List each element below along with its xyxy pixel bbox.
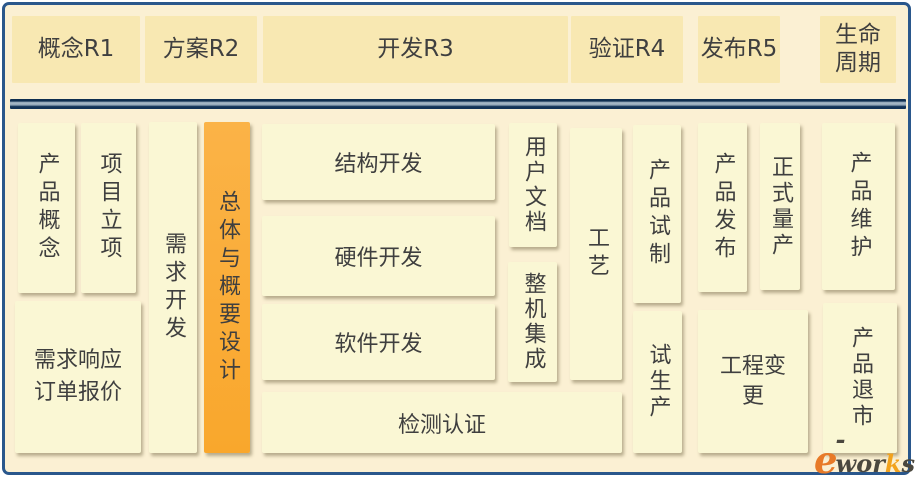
phase-header-lifecycle: 生命周期 (820, 16, 896, 83)
activity-label: 硬件开发 (334, 246, 423, 271)
activity-label: 整机集成 (520, 272, 546, 372)
phase-divider-bar (10, 99, 906, 109)
eworks-logo-accent-letter: k (884, 449, 902, 478)
activity-label: 工艺 (584, 226, 609, 282)
eworks-logo-e-glyph: e (813, 438, 838, 479)
phase-label: 生命周期 (835, 22, 881, 76)
phase-header-develop: 开发R3 (263, 16, 568, 83)
activity-label: 试生产 (645, 343, 671, 421)
phase-header-release: 发布R5 (698, 16, 780, 83)
activity-label: 工程变更 (719, 353, 786, 409)
activity-testing-certification: 检测认证 (262, 392, 622, 453)
activity-product-release: 产品发布 (698, 123, 747, 292)
activity-software-development: 软件开发 (262, 304, 495, 380)
activity-label: 产品试制 (645, 158, 670, 270)
activity-label: 需求开发 (161, 231, 186, 344)
activity-process-engineering: 工艺 (570, 128, 622, 380)
activity-label: 结构开发 (334, 152, 423, 177)
phase-label: 概念R1 (37, 35, 115, 62)
phase-header-concept: 概念R1 (12, 16, 140, 83)
activity-label: 软件开发 (334, 332, 423, 357)
phase-label: 开发R3 (377, 35, 454, 62)
activity-product-concept: 产品概念 (18, 123, 75, 293)
activity-product-trial-manufacture: 产品试制 (633, 125, 681, 303)
activity-official-mass-production: 正式量产 (760, 123, 800, 290)
activity-label: 用户文档 (521, 135, 546, 235)
phase-header-verify: 验证R4 (571, 16, 683, 83)
activity-label: 产品维护 (846, 150, 872, 263)
activity-label: 产品退市 (848, 326, 873, 430)
phase-label: 发布R5 (700, 35, 778, 62)
activity-label: 正式量产 (768, 154, 793, 259)
activity-engineering-change: 工程变更 (698, 310, 808, 453)
activity-requirement-response-quote: 需求响应订单报价 (15, 301, 141, 453)
eworks-logo-text-end: s (901, 449, 915, 478)
activity-label: 产品概念 (34, 152, 60, 264)
activity-whole-machine-integration: 整机集成 (508, 262, 557, 382)
activity-label: 总体与概要设计 (215, 189, 240, 386)
activity-label: 项目立项 (96, 152, 122, 264)
activity-user-documentation: 用户文档 (509, 123, 557, 247)
phase-label: 验证R4 (588, 35, 666, 62)
activity-label: 产品发布 (710, 151, 736, 264)
activity-label: 需求响应订单报价 (33, 348, 122, 405)
activity-structure-development: 结构开发 (262, 124, 495, 200)
activity-product-maintenance: 产品维护 (822, 123, 895, 290)
activity-product-withdrawal: 产品退市 (823, 303, 897, 453)
activity-trial-production: 试生产 (633, 311, 682, 453)
activity-requirement-development: 需求开发 (149, 122, 197, 453)
activity-label: 检测认证 (397, 412, 486, 438)
eworks-logo-text: -wor (835, 425, 885, 478)
phase-header-plan: 方案R2 (145, 16, 257, 83)
activity-overall-preliminary-design: 总体与概要设计 (204, 122, 250, 453)
activity-hardware-development: 硬件开发 (262, 216, 495, 296)
phase-label: 方案R2 (162, 35, 240, 62)
activity-project-initiation: 项目立项 (81, 123, 136, 293)
